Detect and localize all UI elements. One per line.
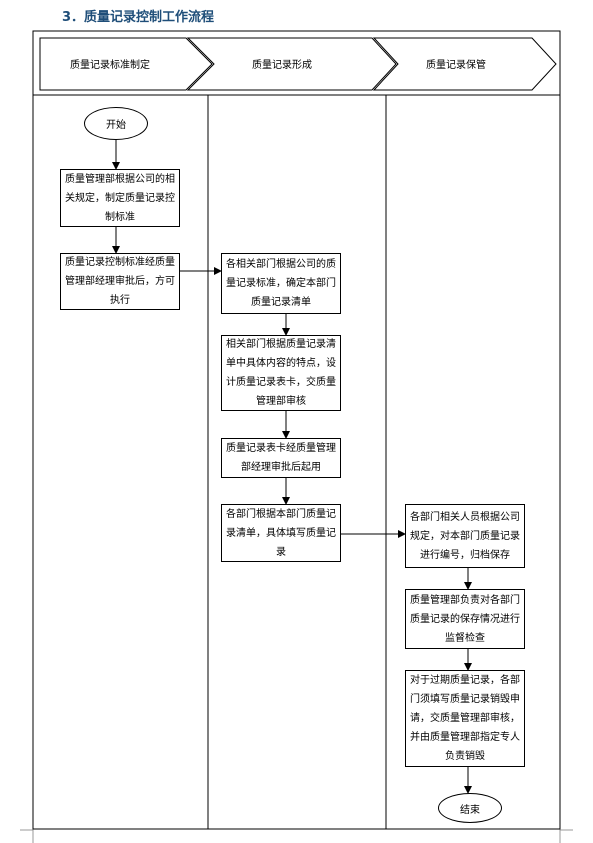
lane-header-chevron-1 <box>39 37 213 91</box>
start-node: 开始 <box>84 107 148 140</box>
node-forms-approval-text: 质量记录表卡经质量管理部经理审批后起用 <box>226 443 336 473</box>
node-determine-list-text: 各相关部门根据公司的质量记录标准，确定本部门质量记录清单 <box>226 259 336 308</box>
corner-mark-right <box>559 829 573 843</box>
lane-header-chevron-3 <box>372 37 557 91</box>
node-supervise-storage: 质量管理部负责对各部门质量记录的保存情况进行监督检查 <box>405 589 525 649</box>
node-fill-records-text: 各部门根据本部门质量记录清单，具体填写质量记录 <box>226 508 336 558</box>
node-archive-records: 各部门相关人员根据公司规定，对本部门质量记录进行编号，归档保存 <box>405 504 525 568</box>
lane-label-2: 质量记录形成 <box>252 60 312 71</box>
node-destroy-expired: 对于过期质量记录，各部门须填写质量记录销毁申请，交质量管理部审核，并由质量管理部… <box>405 670 525 767</box>
node-determine-list: 各相关部门根据公司的质量记录标准，确定本部门质量记录清单 <box>221 253 341 314</box>
node-supervise-storage-text: 质量管理部负责对各部门质量记录的保存情况进行监督检查 <box>410 594 520 644</box>
page-title: 3．质量记录控制工作流程 <box>62 10 215 25</box>
node-design-forms: 相关部门根据质量记录清单中具体内容的特点，设计质量记录表卡，交质量管理部审核 <box>221 335 341 411</box>
corner-mark-left <box>20 829 34 843</box>
node-standard-approval-text: 质量记录控制标准经质量管理部经理审批后，方可执行 <box>65 257 175 306</box>
node-create-standard-text: 质量管理部根据公司的相关规定，制定质量记录控制标准 <box>65 173 175 223</box>
lane-header-chevron-2 <box>186 37 397 91</box>
node-forms-approval: 质量记录表卡经质量管理部经理审批后起用 <box>221 438 341 478</box>
node-fill-records: 各部门根据本部门质量记录清单，具体填写质量记录 <box>221 504 341 562</box>
node-create-standard: 质量管理部根据公司的相关规定，制定质量记录控制标准 <box>60 169 180 227</box>
node-archive-records-text: 各部门相关人员根据公司规定，对本部门质量记录进行编号，归档保存 <box>410 511 520 561</box>
lane-label-3: 质量记录保管 <box>426 60 486 71</box>
node-destroy-expired-text: 对于过期质量记录，各部门须填写质量记录销毁申请，交质量管理部审核，并由质量管理部… <box>410 675 520 762</box>
node-standard-approval: 质量记录控制标准经质量管理部经理审批后，方可执行 <box>60 253 180 310</box>
lane-label-1: 质量记录标准制定 <box>70 60 150 71</box>
end-node: 结束 <box>438 793 502 823</box>
node-design-forms-text: 相关部门根据质量记录清单中具体内容的特点，设计质量记录表卡，交质量管理部审核 <box>226 339 336 407</box>
diagram-frame <box>32 30 561 830</box>
